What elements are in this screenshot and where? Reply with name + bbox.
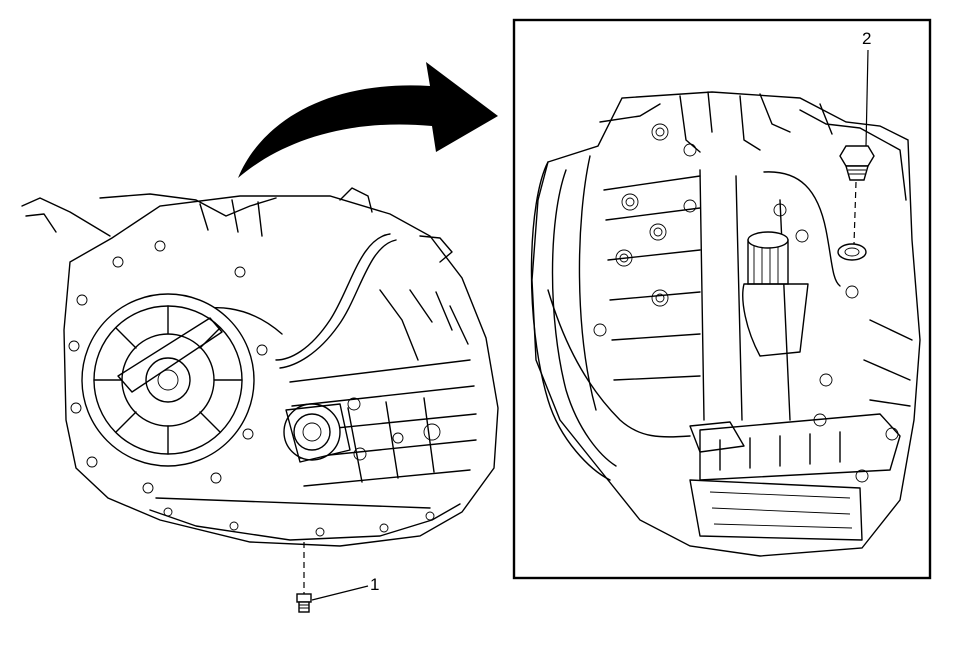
drain-plug-icon bbox=[296, 593, 312, 613]
curved-arrow-icon bbox=[238, 62, 498, 178]
fill-plug-icon bbox=[839, 145, 875, 181]
callout-label-2: 2 bbox=[862, 29, 871, 48]
detail-inset bbox=[512, 18, 932, 580]
callout-leader-2 bbox=[865, 49, 869, 147]
drain-plug: 1 bbox=[296, 542, 379, 613]
fill-plug: 2 bbox=[839, 29, 875, 245]
callout-label-1: 1 bbox=[370, 575, 379, 594]
callout-leader-1 bbox=[311, 585, 369, 601]
transmission-overview bbox=[21, 187, 499, 547]
